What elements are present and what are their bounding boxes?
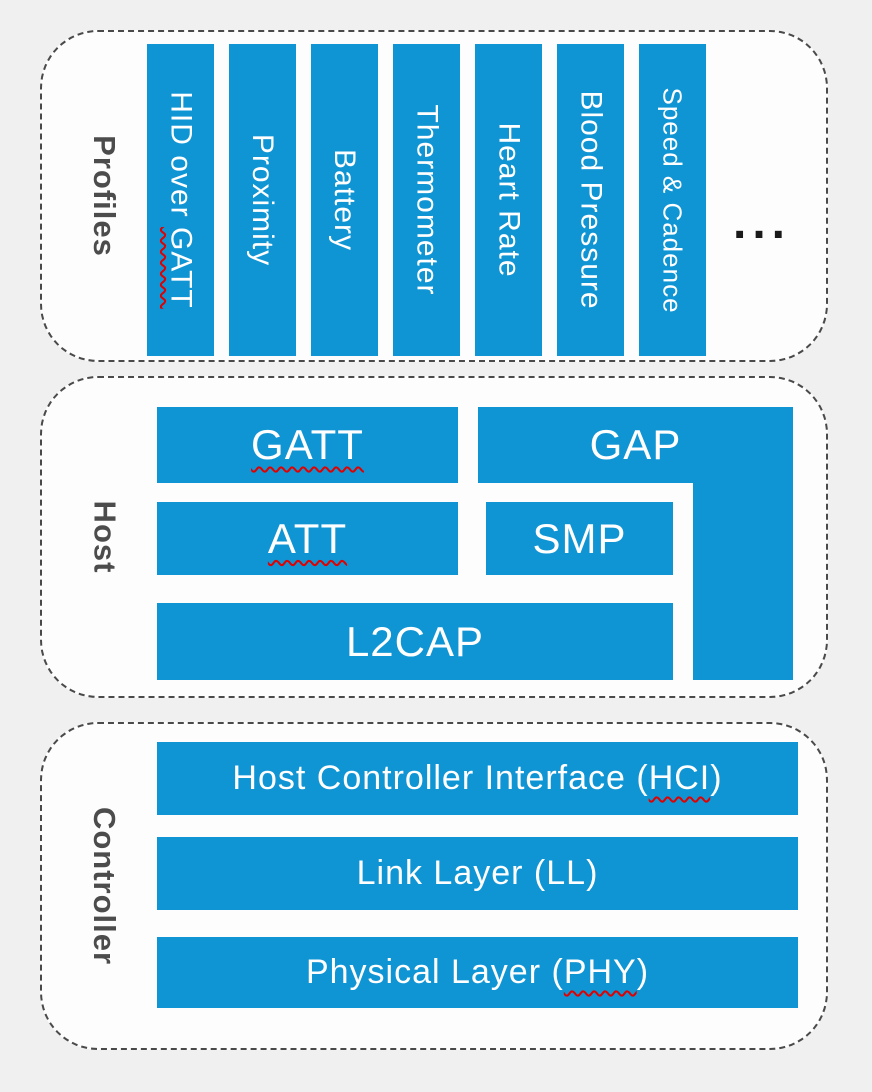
gap-box-label: GAP xyxy=(589,421,682,468)
spellcheck-underline: GATT xyxy=(251,421,364,468)
host-section: Host GATT GAP ATT SMP L2CAP xyxy=(40,376,828,698)
gatt-box: GATT xyxy=(157,407,458,483)
att-box: ATT xyxy=(157,502,458,575)
profile-bar-label: Thermometer xyxy=(410,104,444,296)
profile-bar-battery: Battery xyxy=(311,44,378,356)
profiles-label-column: Profiles xyxy=(56,32,152,360)
controller-label-column: Controller xyxy=(56,724,152,1048)
spellcheck-underline: PHY xyxy=(563,953,637,991)
physical-layer-box-label: Physical Layer (PHY) xyxy=(305,953,650,991)
l2cap-box: L2CAP xyxy=(157,603,673,680)
link-layer-box: Link Layer (LL) xyxy=(157,837,798,910)
profile-bar-thermometer: Thermometer xyxy=(393,44,460,356)
att-box-label: ATT xyxy=(268,515,347,563)
profile-bar-label: Speed & Cadence xyxy=(658,86,689,314)
profile-bar-blood-pressure: Blood Pressure xyxy=(557,44,624,356)
hci-box: Host Controller Interface (HCI) xyxy=(157,742,798,815)
host-label-column: Host xyxy=(56,378,152,696)
profiles-section: Profiles HID over GATT Proximity Battery… xyxy=(40,30,828,362)
spellcheck-underline: GATT xyxy=(164,226,198,309)
profile-bar-label: HID over GATT xyxy=(164,91,198,309)
gap-box: GAP xyxy=(478,407,793,483)
gap-box-vertical-arm xyxy=(693,483,793,680)
profile-bar-label: Proximity xyxy=(246,133,280,267)
profile-bar-label: Blood Pressure xyxy=(574,90,608,310)
physical-layer-box: Physical Layer (PHY) xyxy=(157,937,798,1008)
smp-box-label: SMP xyxy=(532,514,627,562)
profile-bar-speed-cadence: Speed & Cadence xyxy=(639,44,706,356)
hci-box-label: Host Controller Interface (HCI) xyxy=(232,759,723,797)
controller-section: Controller Host Controller Interface (HC… xyxy=(40,722,828,1050)
gatt-box-label: GATT xyxy=(251,421,364,469)
profile-bar-label: Heart Rate xyxy=(492,122,526,278)
spellcheck-underline: HCI xyxy=(648,759,711,797)
l2cap-box-label: L2CAP xyxy=(345,617,485,665)
more-profiles-ellipsis: ... xyxy=(732,195,791,249)
link-layer-box-label: Link Layer (LL) xyxy=(356,854,599,892)
host-label: Host xyxy=(86,500,122,574)
profile-bar-proximity: Proximity xyxy=(229,44,296,356)
profile-bar-label: Battery xyxy=(328,148,362,252)
profile-bar-hid-over-gatt: HID over GATT xyxy=(147,44,214,356)
spellcheck-underline: ATT xyxy=(267,514,348,562)
controller-label: Controller xyxy=(87,806,122,966)
profiles-label: Profiles xyxy=(87,135,122,257)
profile-bar-heart-rate: Heart Rate xyxy=(475,44,542,356)
smp-box: SMP xyxy=(486,502,673,575)
